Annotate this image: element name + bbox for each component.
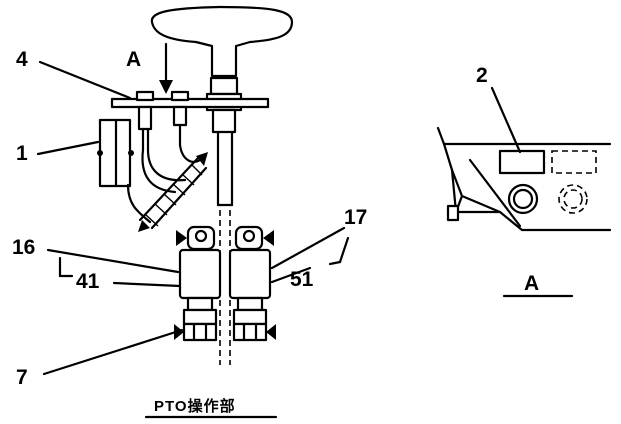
callout-41-label: 41 xyxy=(76,270,100,293)
knob-outer-right xyxy=(558,184,588,214)
callout-16: 16 xyxy=(12,236,180,278)
view-a-title: A xyxy=(524,272,539,295)
bracket-part-1 xyxy=(97,118,134,188)
callout-41: 41 xyxy=(76,270,182,293)
callout-7: 7 xyxy=(16,328,184,389)
callout-4: 4 xyxy=(16,48,132,100)
small-switch-right xyxy=(170,90,190,147)
callout-51: 51 xyxy=(270,266,314,291)
callout-4-label: 4 xyxy=(16,48,28,71)
callout-7-label: 7 xyxy=(16,366,28,389)
callout-17-label: 17 xyxy=(344,206,367,229)
t-handle xyxy=(150,5,294,78)
diagram-caption: PTO操作部 xyxy=(154,397,236,415)
caption-block: PTO操作部 xyxy=(144,397,278,419)
knob-outer-left xyxy=(507,183,539,215)
callout-16-label: 16 xyxy=(12,236,35,259)
detail-view-a: 2 A xyxy=(436,64,612,298)
relay-switch-right xyxy=(228,225,276,342)
mounting-plate xyxy=(110,97,270,109)
switch-opening-left xyxy=(498,149,546,175)
wire-harness xyxy=(126,143,208,232)
view-arrow-label: A xyxy=(126,48,141,71)
switch-opening-right xyxy=(551,150,597,174)
callout-2-label: 2 xyxy=(476,64,488,87)
relay-switch-left xyxy=(174,225,222,342)
callout-1-label: 1 xyxy=(16,142,28,165)
view-arrow-a: A xyxy=(126,42,173,94)
small-switch-left xyxy=(135,90,155,152)
callout-17: 17 xyxy=(270,206,367,270)
callout-1: 1 xyxy=(16,140,100,165)
